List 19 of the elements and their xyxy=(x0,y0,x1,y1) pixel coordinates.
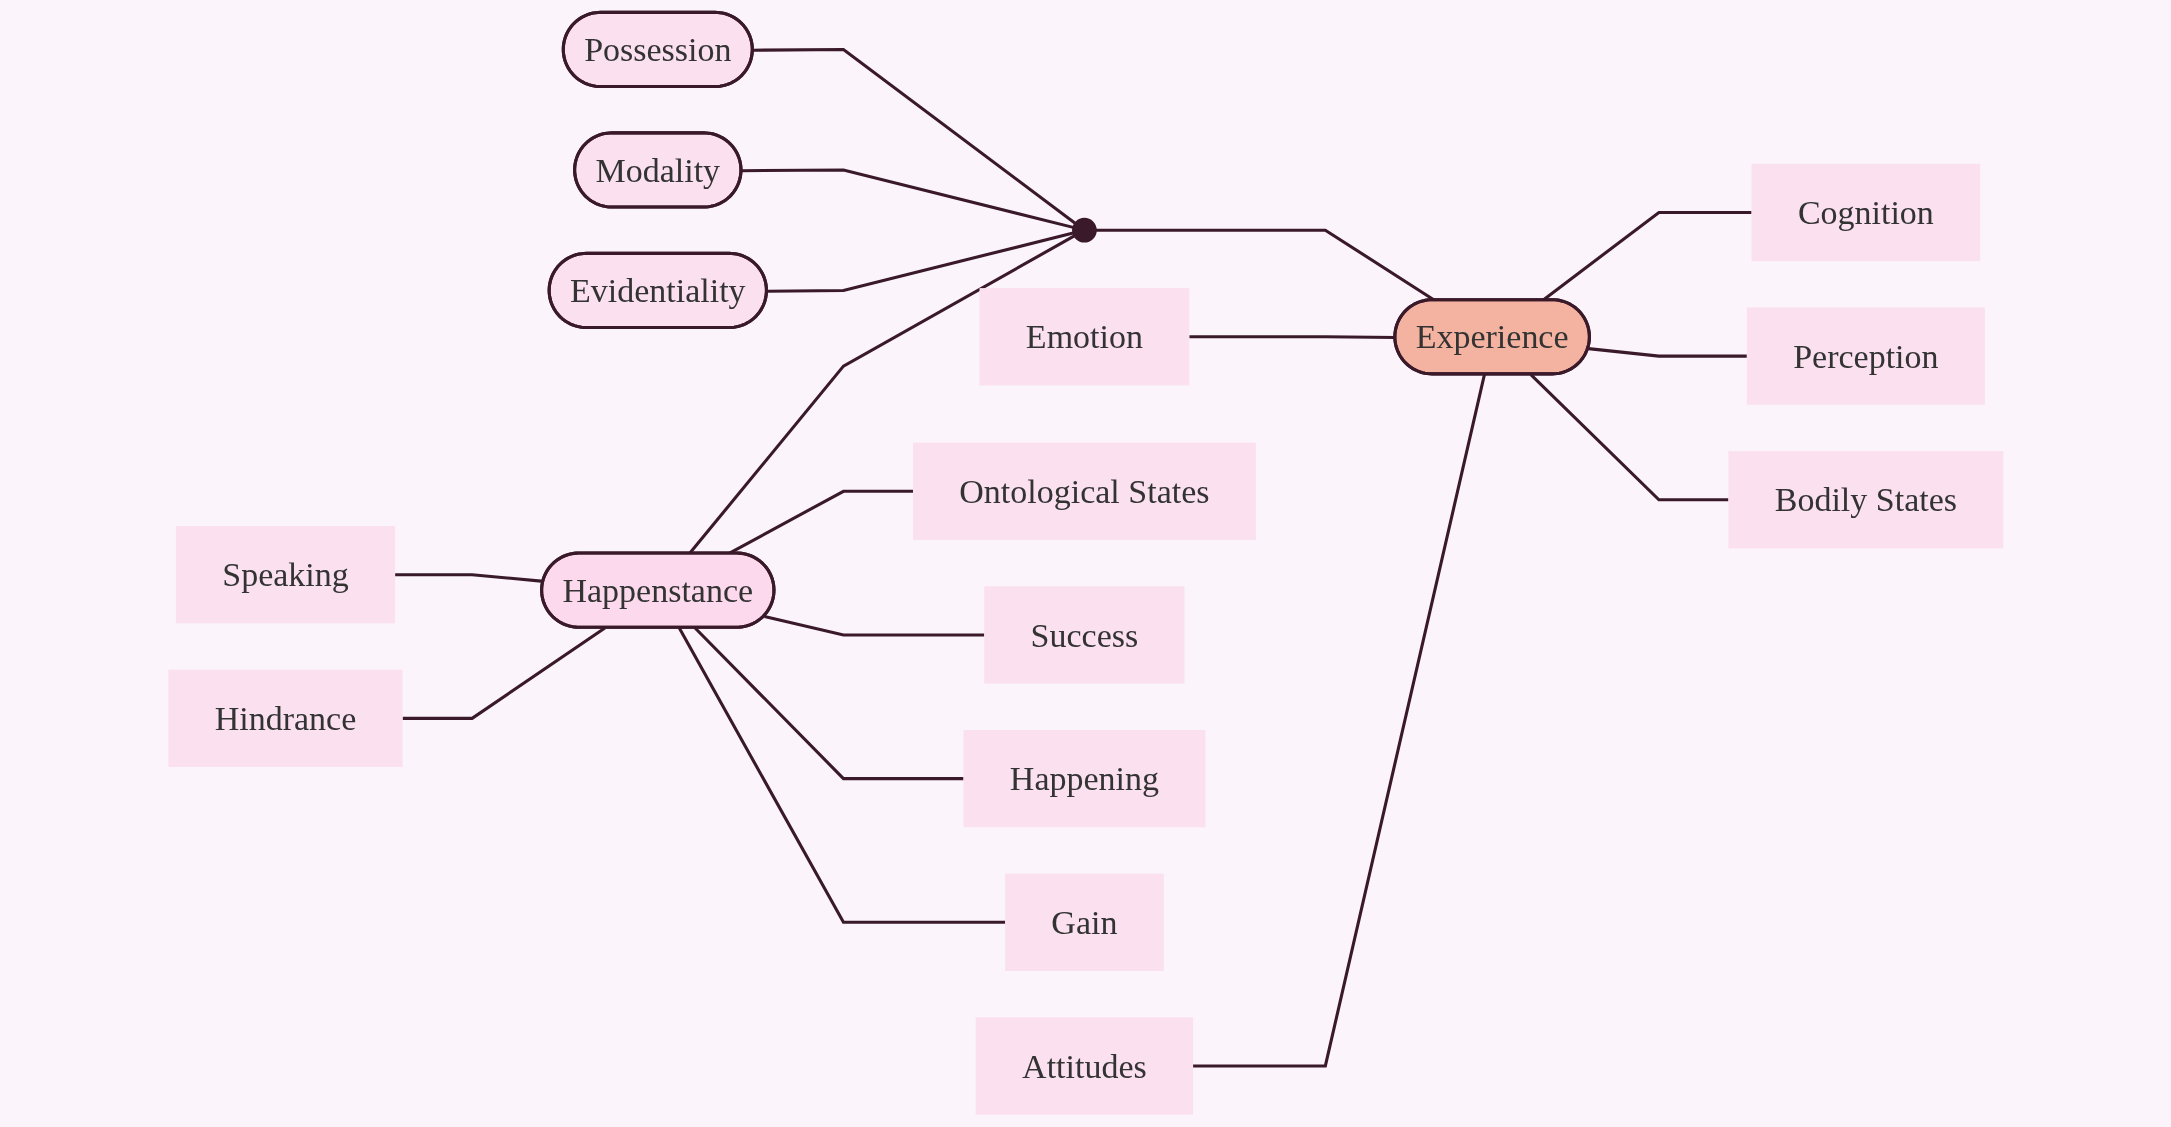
node-box: Attitudes xyxy=(975,1017,1193,1115)
node-box: Happening xyxy=(963,729,1205,828)
connector xyxy=(741,168,1074,229)
connector xyxy=(1192,374,1486,1068)
connector xyxy=(763,614,984,637)
connector xyxy=(1529,373,1729,502)
node-box: Gain xyxy=(1004,873,1164,971)
node-box: Perception xyxy=(1746,307,1985,405)
connector xyxy=(677,627,1005,924)
node-box: Hindrance xyxy=(168,669,403,768)
node-box: Emotion xyxy=(979,288,1189,386)
node-box: Ontological States xyxy=(912,442,1256,540)
node-box: Speaking xyxy=(175,526,395,624)
connector xyxy=(1587,347,1747,358)
node-box: Cognition xyxy=(1751,163,1980,262)
node-box: Bodily States xyxy=(1728,451,2003,549)
node-circle xyxy=(1071,217,1097,243)
node-box: Success xyxy=(983,586,1185,684)
connector xyxy=(752,47,1076,225)
